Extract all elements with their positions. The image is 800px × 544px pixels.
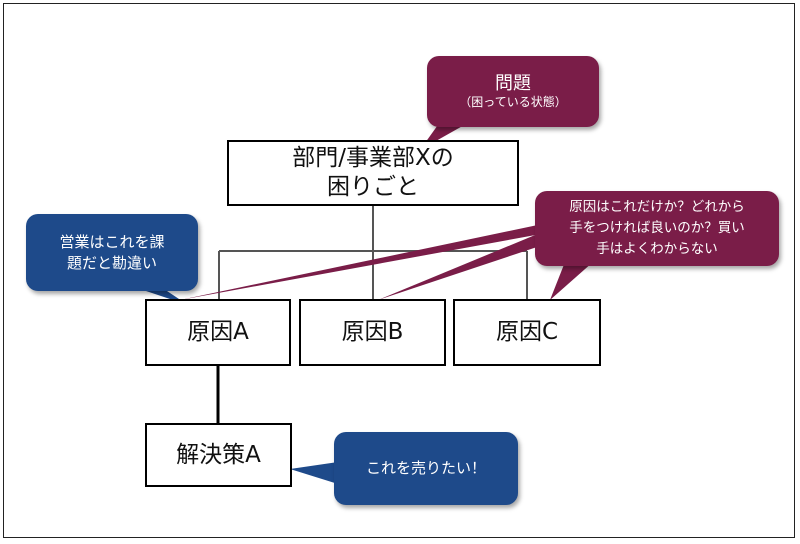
sell-callout-text: これを売りたい！ bbox=[365, 459, 486, 477]
problem-box: 部門/事業部Xの 困りごと bbox=[227, 140, 519, 206]
cause-a-box: 原因A bbox=[145, 299, 291, 366]
cause-question-tail-a bbox=[180, 222, 552, 300]
sales-callout-line-2: 題だと勘違い bbox=[66, 253, 157, 272]
cause-a-label: 原因A bbox=[187, 319, 249, 346]
sell-callout-tail bbox=[290, 462, 338, 484]
cause-question-line-3: 手はよくわからない bbox=[596, 240, 718, 257]
sales-callout: 営業はこれを課 題だと勘違い bbox=[26, 214, 198, 291]
problem-callout: 問題 （困っている状態） bbox=[427, 56, 599, 127]
cause-question-tail-c bbox=[550, 262, 593, 300]
cause-question-callout: 原因はこれだけか？どれから 手をつければ良いのか？買い 手はよくわからない bbox=[535, 191, 779, 266]
sales-callout-line-1: 営業はこれを課 bbox=[59, 232, 165, 251]
solution-box: 解決策A bbox=[145, 423, 292, 487]
problem-box-line2: 困りごと bbox=[326, 174, 419, 200]
diagram-frame bbox=[3, 3, 795, 538]
cause-b-box: 原因B bbox=[299, 299, 446, 366]
cause-question-tail-b bbox=[378, 228, 552, 300]
problem-callout-title: 問題 bbox=[495, 73, 531, 94]
problem-callout-subtitle: （困っている状態） bbox=[459, 95, 567, 110]
cause-question-line-1: 原因はこれだけか？どれから bbox=[569, 199, 745, 216]
problem-box-line1: 部門/事業部Xの bbox=[292, 145, 454, 172]
sell-callout: これを売りたい！ bbox=[334, 432, 518, 505]
cause-b-label: 原因B bbox=[341, 319, 404, 346]
cause-question-line-2: 手をつければ良いのか？買い bbox=[569, 220, 745, 237]
cause-c-box: 原因C bbox=[453, 299, 601, 366]
cause-c-label: 原因C bbox=[495, 319, 559, 346]
solution-label: 解決策A bbox=[176, 441, 261, 468]
